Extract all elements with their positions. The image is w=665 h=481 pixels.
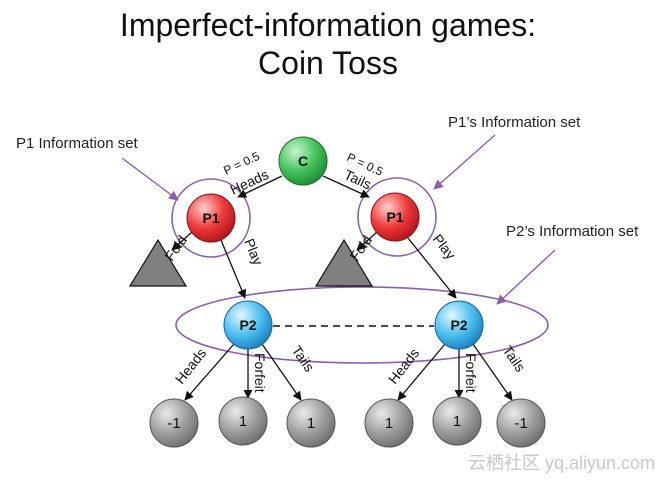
edge-play-left: [220, 239, 247, 299]
edge-tails: [322, 175, 370, 198]
p1-node-right: P1: [370, 192, 420, 242]
annotation-p2: P2’s Information set: [506, 223, 639, 240]
annotation-arrow-p2: [496, 249, 556, 305]
edge-p2-left-tails: [261, 343, 302, 401]
p2-right-heads-label: Heads: [385, 345, 423, 387]
edge-fold-left: [171, 231, 193, 251]
leaf-node-3-payoff: 1: [307, 415, 315, 432]
chance-node: C: [278, 136, 328, 186]
watermark: 云栖社区 yq.aliyun.com: [468, 453, 655, 473]
annotation-arrow-p1-right: [433, 134, 496, 190]
p1-node-left: P1: [186, 193, 236, 243]
edge-p2-right-tails: [472, 343, 513, 401]
title-line-1: Imperfect-information games:: [120, 7, 536, 43]
p2-node-left: P2: [223, 300, 273, 350]
p1-node-left-label: P1: [202, 210, 219, 226]
title-line-2: Coin Toss: [258, 45, 398, 81]
leaf-node-5: 1: [432, 396, 482, 446]
p2-node-right: P2: [434, 300, 484, 350]
edge-p2-right-heads: [397, 343, 446, 401]
p2-node-left-label: P2: [239, 317, 256, 333]
leaf-node-1-payoff: -1: [167, 415, 180, 432]
p2-left-forfeit-label: Forfeit: [252, 353, 268, 393]
p2-left-tails-label: Tails: [289, 343, 318, 375]
chance-node-label: C: [298, 153, 308, 169]
p2-node-right-label: P2: [450, 317, 467, 333]
edge-fold-right: [356, 231, 378, 251]
p2-information-set: [175, 286, 549, 364]
p1-information-set-right: [357, 177, 437, 257]
fold-terminal-right: [314, 238, 374, 287]
edge-play-right: [407, 237, 457, 299]
leaf-node-4: 1: [364, 398, 414, 448]
leaf-node-6-payoff: -1: [514, 415, 527, 432]
annotation-arrow-p1-left: [121, 157, 179, 201]
p2-left-heads-label: Heads: [172, 345, 210, 387]
p2-right-tails-label: Tails: [500, 343, 529, 375]
p1-node-right-label: P1: [386, 209, 403, 225]
leaf-node-6: -1: [496, 398, 546, 448]
edge-p2-left-heads: [184, 343, 235, 401]
leaf-node-1: -1: [149, 398, 199, 448]
annotation-p1-right: P1’s Information set: [448, 114, 581, 131]
fold-terminal-left: [128, 238, 188, 287]
leaf-node-4-payoff: 1: [385, 415, 393, 432]
leaf-node-3: 1: [286, 398, 336, 448]
annotation-p1-left: P1 Information set: [16, 135, 139, 152]
leaf-node-2-payoff: 1: [239, 413, 247, 430]
leaf-node-2: 1: [218, 396, 268, 446]
leaf-node-5-payoff: 1: [453, 413, 461, 430]
play-edge-label-left: Play: [241, 236, 266, 267]
play-edge-label-right: Play: [430, 231, 459, 262]
edge-heads: [237, 175, 283, 198]
p1-information-set-left: [171, 178, 251, 258]
p2-right-forfeit-label: Forfeit: [463, 353, 479, 393]
